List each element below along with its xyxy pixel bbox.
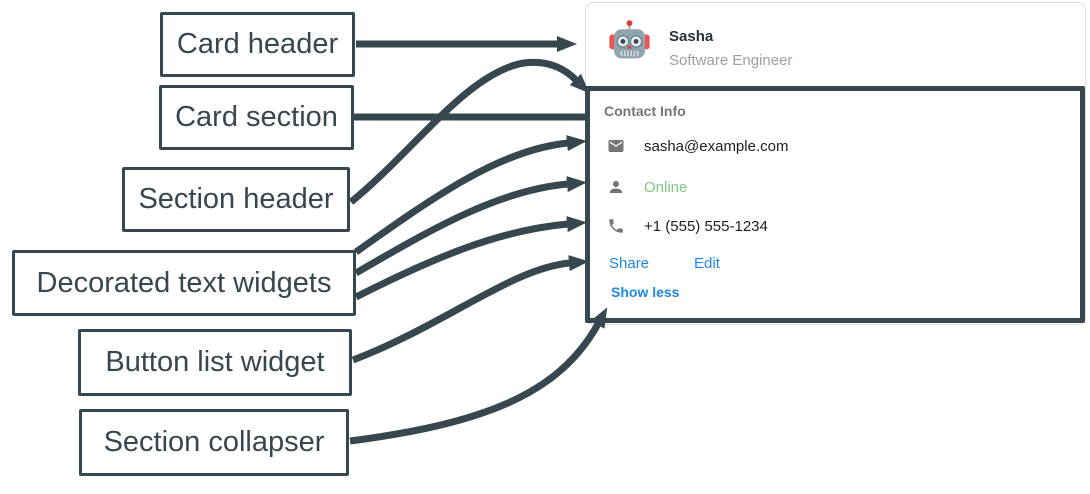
annotation-label-text: Button list widget	[105, 346, 325, 378]
annotation-label-text: Decorated text widgets	[36, 266, 332, 299]
section-header: Contact Info	[604, 103, 686, 119]
arrow-decorated-text-3	[354, 216, 587, 301]
annotation-label-section-collapser: Section collapser	[79, 409, 349, 476]
mail-icon	[608, 140, 624, 152]
annotation-label-decorated-text-widgets: Decorated text widgets	[12, 250, 356, 316]
edit-button[interactable]: Edit	[694, 255, 720, 272]
arrow-section-header	[348, 58, 590, 205]
email-text: sasha@example.com	[644, 137, 789, 155]
contact-row-email: sasha@example.com	[607, 136, 788, 156]
person-icon	[610, 181, 622, 193]
card-header-name: Sasha	[669, 28, 714, 45]
annotation-label-section-header: Section header	[122, 167, 350, 232]
annotation-label-card-section: Card section	[159, 85, 354, 150]
section-collapser-button[interactable]: Show less	[611, 284, 680, 300]
profile-card: Sasha Software Engineer Contact Info sas…	[585, 2, 1086, 325]
annotation-label-text: Card header	[176, 28, 339, 60]
arrow-button-list	[351, 255, 589, 364]
annotation-label-text: Card section	[175, 101, 338, 133]
contact-row-phone: +1 (555) 555-1234	[607, 216, 768, 236]
arrow-decorated-text-1	[353, 135, 587, 255]
annotation-label-text: Section header	[138, 183, 334, 215]
annotation-label-card-header: Card header	[160, 12, 355, 77]
button-list: Share Edit	[609, 255, 720, 272]
annotation-label-text: Section collapser	[103, 426, 325, 458]
share-button[interactable]: Share	[609, 255, 650, 272]
annotation-label-button-list-widget: Button list widget	[78, 329, 352, 396]
card-header-subtitle: Software Engineer	[669, 52, 793, 69]
arrow-section-collapser	[349, 307, 608, 445]
robot-avatar-icon	[609, 20, 650, 59]
contact-row-status: Online	[607, 177, 687, 197]
arrow-decorated-text-2	[354, 176, 587, 277]
status-text: Online	[644, 178, 688, 196]
phone-icon	[609, 219, 623, 233]
phone-text: +1 (555) 555-1234	[644, 217, 768, 235]
